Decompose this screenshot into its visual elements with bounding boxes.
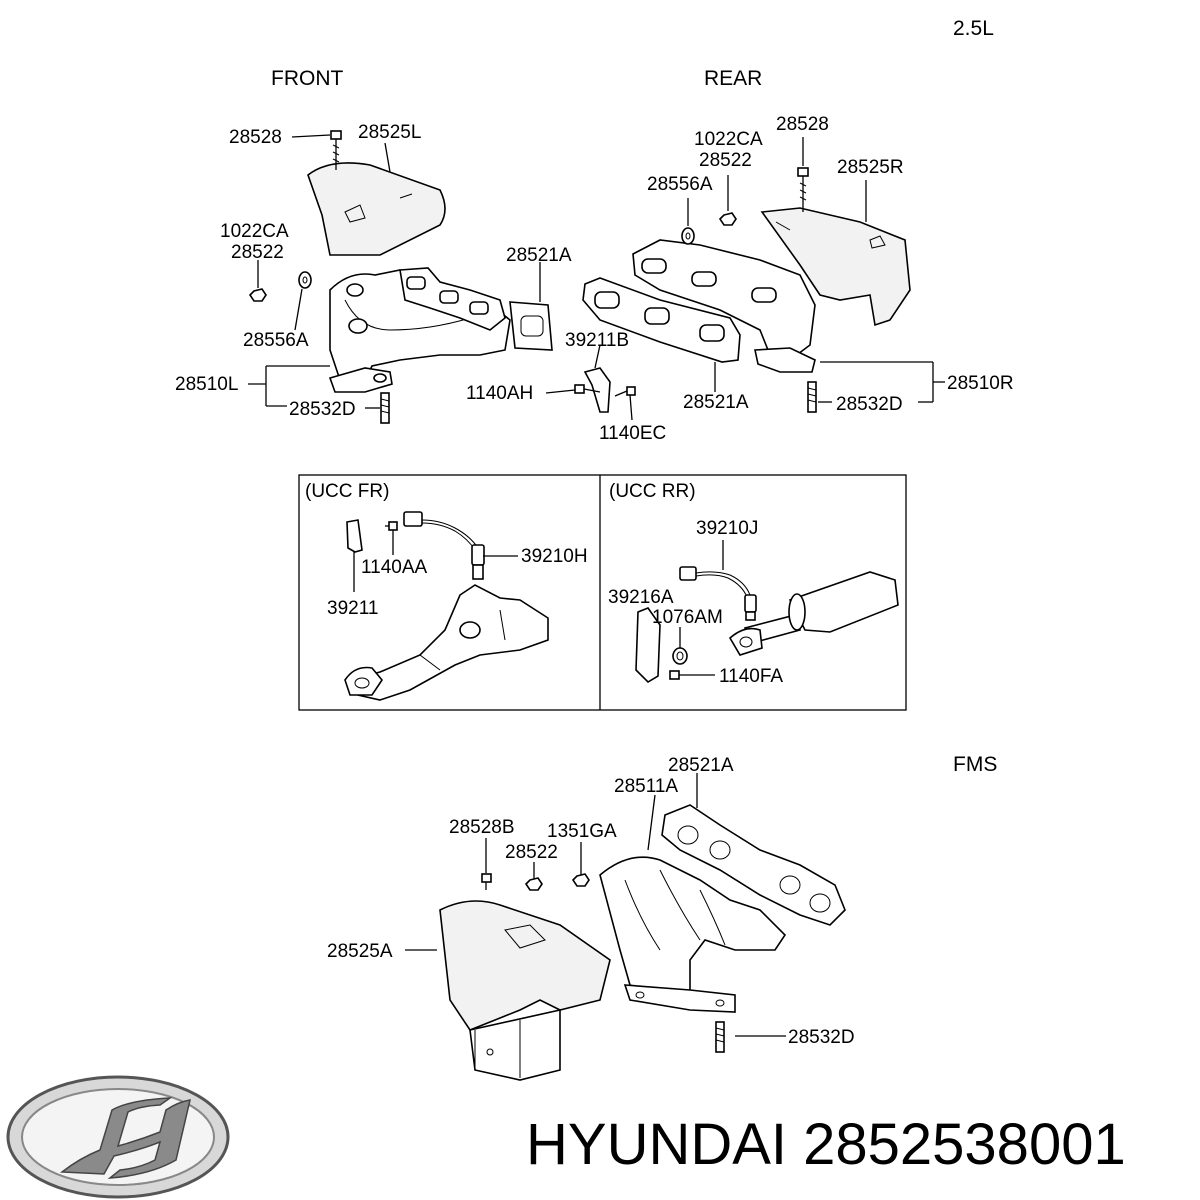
fms-heat-shield-28525A bbox=[405, 900, 611, 1081]
front-stud-28532D bbox=[380, 392, 390, 424]
front-washer-28556A bbox=[298, 271, 312, 289]
label-28521A-front: 28521A bbox=[506, 245, 572, 266]
label-28510R: 28510R bbox=[947, 373, 1014, 394]
label-1351GA: 1351GA bbox=[547, 821, 617, 842]
fms-nut-28522 bbox=[524, 862, 543, 891]
rear-washer-28556A bbox=[681, 198, 695, 245]
label-1140FA: 1140FA bbox=[719, 666, 784, 687]
label-39211B: 39211B bbox=[565, 330, 630, 351]
front-leader-lines bbox=[248, 134, 541, 409]
ucc-fr-header: (UCC FR) bbox=[305, 481, 390, 502]
ucc-fr-oxygen-sensor-39210H bbox=[403, 511, 518, 580]
front-gasket-flange bbox=[399, 267, 506, 331]
rear-heat-shield-28525R bbox=[760, 207, 911, 327]
label-28528-rear: 28528 bbox=[776, 114, 829, 135]
ucc-rr-gasket-1076AM bbox=[672, 627, 688, 665]
label-28532D-rear: 28532D bbox=[836, 394, 903, 415]
ucc-rr-bracket-39216A bbox=[635, 607, 661, 684]
middle-bolt-1140EC bbox=[614, 386, 636, 421]
front-header: FRONT bbox=[271, 67, 344, 90]
label-28532D-fms: 28532D bbox=[788, 1027, 855, 1048]
label-28511A: 28511A bbox=[614, 776, 679, 797]
hyundai-logo-icon bbox=[6, 1075, 230, 1199]
rear-leader-lines bbox=[818, 180, 945, 403]
label-28528-front: 28528 bbox=[229, 127, 282, 148]
label-39210H: 39210H bbox=[521, 546, 588, 567]
ucc-box-frame bbox=[298, 474, 907, 711]
front-heat-shield-28525L bbox=[307, 162, 446, 256]
label-28521A-middle: 28521A bbox=[683, 392, 749, 413]
fms-header: FMS bbox=[953, 753, 998, 776]
rear-stud-28532D bbox=[807, 381, 817, 413]
rear-header: REAR bbox=[704, 67, 763, 90]
label-28556A-front: 28556A bbox=[243, 330, 309, 351]
middle-bolt-1140AH bbox=[545, 384, 601, 394]
label-1022CA-rear: 1022CA bbox=[694, 129, 763, 150]
label-1140AH: 1140AH bbox=[466, 383, 534, 404]
front-bolt-28528 bbox=[330, 130, 342, 170]
ucc-rr-bolt-1140FA bbox=[669, 670, 715, 680]
label-39210J: 39210J bbox=[696, 518, 759, 539]
engine-header: 2.5L bbox=[953, 17, 994, 40]
rear-bolt-28528 bbox=[797, 137, 809, 212]
label-39211: 39211 bbox=[327, 598, 379, 619]
ucc-fr-exhaust-pipe bbox=[344, 584, 549, 701]
label-1022CA-front: 1022CA bbox=[220, 221, 289, 242]
ucc-rr-header: (UCC RR) bbox=[609, 481, 696, 502]
brand-part-number: HYUNDAI 2852538001 bbox=[526, 1112, 1126, 1177]
ucc-fr-bracket-39211 bbox=[346, 519, 363, 592]
label-28522-fms: 28522 bbox=[505, 842, 558, 863]
label-28525A: 28525A bbox=[327, 941, 393, 962]
front-nut-28522 bbox=[248, 288, 267, 302]
fms-stud-28532D bbox=[715, 1021, 786, 1053]
label-28532D-front: 28532D bbox=[289, 399, 356, 420]
fms-exhaust-manifold-28511A bbox=[599, 794, 787, 1013]
fms-gasket-28521A bbox=[661, 773, 846, 926]
label-28521A-fms: 28521A bbox=[668, 755, 734, 776]
label-28556A-rear: 28556A bbox=[647, 174, 713, 195]
label-39216A: 39216A bbox=[608, 587, 674, 608]
label-28510L: 28510L bbox=[175, 374, 239, 395]
label-1140AA: 1140AA bbox=[361, 557, 428, 578]
ucc-rr-muffler bbox=[728, 571, 899, 656]
rear-gasket-28521A bbox=[582, 277, 741, 392]
rear-exhaust-manifold-28510R bbox=[632, 239, 816, 373]
fms-bolt-28528B bbox=[481, 838, 492, 890]
ucc-rr-oxygen-sensor-39210J bbox=[679, 540, 757, 621]
label-1076AM: 1076AM bbox=[652, 607, 723, 628]
label-28525R: 28525R bbox=[837, 157, 904, 178]
rear-nut-28522 bbox=[718, 175, 737, 226]
label-28528B: 28528B bbox=[449, 817, 515, 838]
front-gasket-28521A bbox=[509, 301, 553, 351]
fms-nut-1351GA bbox=[571, 842, 590, 887]
label-28525L: 28525L bbox=[358, 122, 422, 143]
label-28522-rear: 28522 bbox=[699, 150, 752, 171]
label-28522-front: 28522 bbox=[231, 242, 284, 263]
middle-bracket-39211B bbox=[583, 344, 611, 413]
label-1140EC: 1140EC bbox=[599, 423, 667, 444]
ucc-fr-bolt-1140AA bbox=[385, 521, 398, 555]
